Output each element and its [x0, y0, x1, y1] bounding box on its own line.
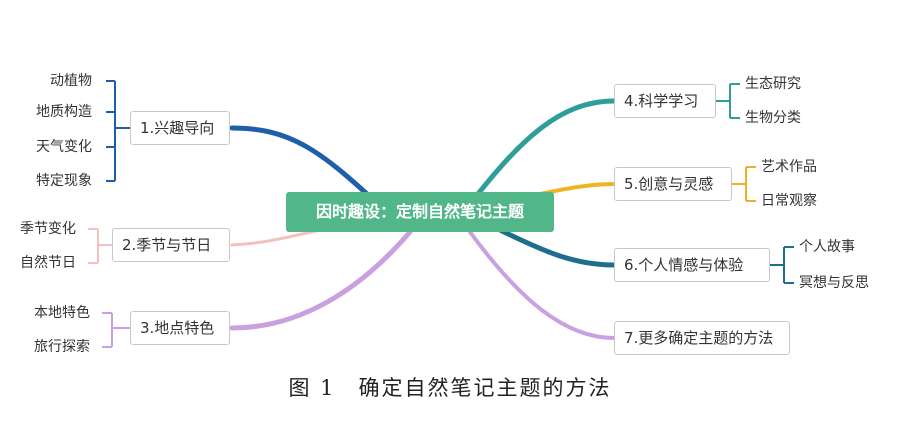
leaf-item: 生物分类 — [745, 110, 801, 126]
branch-node-5: 5.创意与灵感 — [614, 167, 732, 201]
leaf-item: 特定现象 — [36, 173, 92, 189]
branch-node-1: 1.兴趣导向 — [130, 111, 230, 145]
leaf-item: 旅行探索 — [34, 339, 90, 355]
branch-node-7: 7.更多确定主题的方法 — [614, 321, 790, 355]
bracket-branch-5 — [732, 166, 756, 202]
branch-node-4: 4.科学学习 — [614, 84, 716, 118]
connector-branch-6 — [497, 227, 617, 268]
leaf-item: 天气变化 — [36, 139, 92, 155]
leaf-item: 冥想与反思 — [799, 275, 869, 291]
leaf-item: 生态研究 — [745, 76, 801, 92]
connector-branch-7 — [468, 230, 616, 340]
bracket-branch-2 — [88, 228, 112, 264]
leaf-item: 日常观察 — [761, 193, 817, 209]
connector-branch-4 — [467, 98, 617, 207]
branch-node-3: 3.地点特色 — [130, 311, 230, 345]
bracket-branch-3 — [102, 312, 130, 348]
leaf-item: 地质构造 — [36, 104, 92, 120]
central-topic: 因时趣设：定制自然笔记主题 — [286, 192, 554, 232]
connector-branch-3 — [229, 229, 413, 331]
figure-caption: 图 1 确定自然笔记主题的方法 — [288, 376, 612, 400]
leaf-item: 动植物 — [50, 73, 92, 89]
bracket-branch-6 — [770, 246, 794, 284]
connector-branch-1 — [229, 125, 383, 209]
bracket-branch-1 — [106, 80, 130, 182]
leaf-item: 本地特色 — [34, 305, 90, 321]
branch-node-6: 6.个人情感与体验 — [614, 248, 770, 282]
leaf-item: 个人故事 — [799, 239, 855, 255]
branch-node-2: 2.季节与节日 — [112, 228, 230, 262]
leaf-item: 季节变化 — [20, 221, 76, 237]
leaf-item: 艺术作品 — [761, 159, 817, 175]
bracket-branch-4 — [716, 83, 740, 119]
leaf-item: 自然节日 — [20, 255, 76, 271]
